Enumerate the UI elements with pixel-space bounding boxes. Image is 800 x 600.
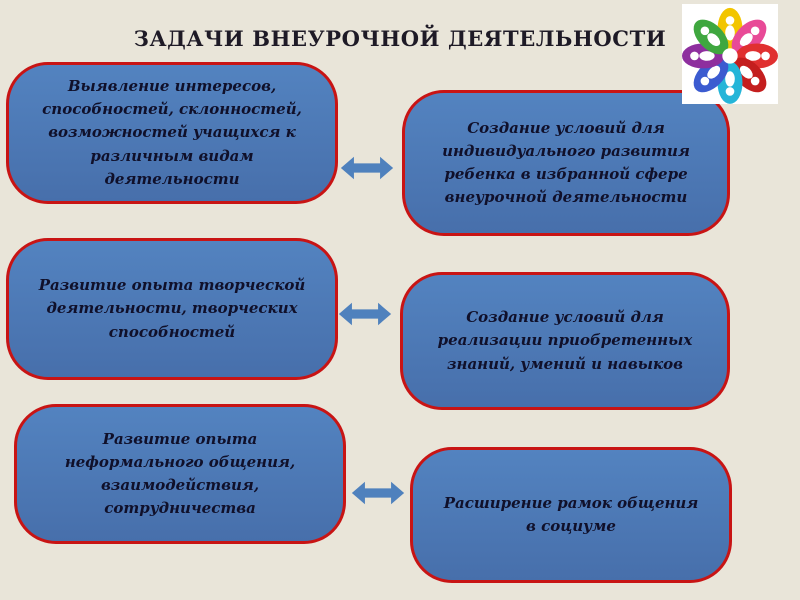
task-box-identify-interests: Выявление интересов, способностей, склон… [6, 62, 338, 204]
double-arrow-icon [340, 156, 394, 180]
task-box-label: Развитие опыта неформального общения, вз… [64, 429, 296, 518]
double-arrow-shape [351, 481, 405, 505]
task-box-label: Развитие опыта творческой деятельности, … [38, 276, 306, 341]
flower-center [722, 48, 738, 64]
double-arrow-shape [340, 156, 394, 180]
task-box-label: Создание условий для реализации приобрет… [437, 308, 693, 373]
flower-logo-graphic [682, 7, 778, 104]
task-box-individual-development: Создание условий для индивидуального раз… [402, 90, 730, 236]
task-box-label: Выявление интересов, способностей, склон… [42, 76, 302, 188]
double-arrow-icon [351, 481, 405, 505]
flower-logo [682, 4, 778, 104]
task-box-expand-communication: Расширение рамок общения в социуме [410, 447, 732, 583]
task-box-informal-communication: Развитие опыта неформального общения, вз… [14, 404, 346, 544]
task-box-creative-experience: Развитие опыта творческой деятельности, … [6, 238, 338, 380]
petal [693, 19, 729, 55]
task-box-apply-knowledge: Создание условий для реализации приобрет… [400, 272, 730, 410]
task-box-label: Создание условий для индивидуального раз… [442, 118, 690, 207]
task-box-label: Расширение рамок общения в социуме [443, 493, 699, 535]
double-arrow-icon [338, 302, 392, 326]
double-arrow-shape [338, 302, 392, 326]
slide-title: ЗАДАЧИ ВНЕУРОЧНОЙ ДЕЯТЕЛЬНОСТИ [133, 26, 667, 51]
